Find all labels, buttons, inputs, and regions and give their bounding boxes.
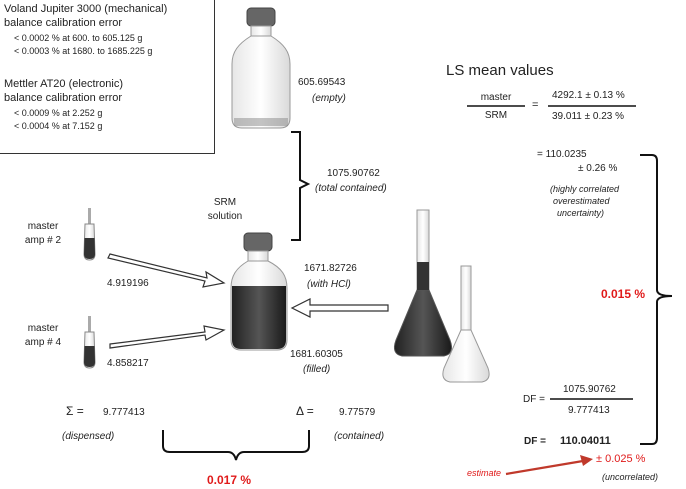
srm-label-line2: solution [207, 211, 243, 222]
mettler-title: Mettler AT20 (electronic) [4, 78, 124, 90]
estimate-arrow [505, 455, 593, 476]
ls-note-line2: overestimated [553, 196, 610, 206]
df-label: DF = [523, 394, 545, 405]
total-contained-bracket [291, 131, 311, 241]
df-denominator: 9.777413 [568, 405, 610, 416]
amp2-label-line2: amp # 2 [24, 235, 62, 246]
ls-note-line3: uncertainty) [557, 208, 605, 218]
ls-title: LS mean values [446, 62, 554, 79]
df2-note: (uncorrelated) [602, 472, 659, 482]
mettler-line-2: < 0.0004 % at 7.152 g [14, 121, 103, 131]
total-contained-value: 1075.90762 [327, 168, 380, 179]
ls-result-uncertainty: ± 0.26 % [578, 163, 618, 174]
delta-symbol: Δ = [296, 404, 314, 418]
filled-bottle-icon [230, 232, 288, 351]
df2-label: DF = [524, 436, 546, 447]
voland-line-2: < 0.0003 % at 1680. to 1685.225 g [14, 46, 153, 56]
ampoule-4-icon [83, 316, 96, 369]
empty-mass-label: (empty) [312, 93, 346, 104]
ls-note-line1: (highly correlated [550, 184, 620, 194]
ratio-numerator: master [480, 92, 512, 103]
volumetric-flask-filled-icon [394, 209, 452, 357]
estimate-label: estimate [467, 468, 502, 478]
amp4-label-line1: master [27, 323, 59, 334]
value-denominator: 39.011 ± 0.23 % [552, 111, 625, 122]
df2-uncertainty: ± 0.025 % [596, 453, 646, 465]
delta-value: 9.77579 [339, 407, 376, 418]
ratio-equals: = [532, 99, 539, 111]
filled-mass-value: 1681.60305 [290, 349, 343, 360]
sum-value: 9.777413 [103, 407, 145, 418]
calibration-box [0, 0, 215, 154]
right-brace [640, 154, 673, 445]
ratio-denominator: SRM [484, 110, 508, 121]
amp4-label-line2: amp # 4 [24, 337, 62, 348]
difference-brace [162, 430, 310, 461]
ls-mid-percent: 0.015 % [601, 287, 646, 301]
total-contained-label: (total contained) [315, 183, 387, 194]
voland-line-1: < 0.0002 % at 600. to 605.125 g [14, 33, 143, 43]
mettler-subtitle: balance calibration error [4, 92, 123, 104]
filled-mass-label: (filled) [303, 364, 331, 375]
with-hcl-label: (with HCl) [307, 279, 351, 290]
amp4-mass: 4.858217 [107, 358, 149, 369]
value-numerator: 4292.1 ± 0.13 % [552, 90, 625, 101]
volumetric-flask-empty-icon [442, 265, 490, 383]
ls-result-value: = 110.0235 [537, 149, 587, 160]
ampoule-2-icon [83, 208, 96, 261]
empty-bottle-icon [231, 7, 291, 129]
srm-label-line1: SRM [213, 197, 237, 208]
with-hcl-value: 1671.82726 [304, 263, 357, 274]
df-numerator: 1075.90762 [563, 384, 616, 395]
delta-label: (contained) [334, 431, 385, 442]
arrow-flask-to-bottle [290, 298, 389, 318]
voland-subtitle: balance calibration error [4, 17, 123, 29]
amp2-mass: 4.919196 [107, 278, 149, 289]
amp2-label-line1: master [27, 221, 59, 232]
df2-value: 110.04011 [560, 435, 611, 447]
sum-label: (dispensed) [62, 431, 115, 442]
arrow-amp4-to-bottle [109, 325, 226, 349]
empty-mass-value: 605.69543 [298, 77, 346, 88]
arrow-amp2-to-bottle [107, 253, 226, 288]
mettler-line-1: < 0.0009 % at 2.252 g [14, 108, 103, 118]
voland-title: Voland Jupiter 3000 (mechanical) [4, 3, 168, 15]
difference-percent: 0.017 % [207, 473, 252, 487]
sum-symbol: Σ = [66, 404, 84, 418]
